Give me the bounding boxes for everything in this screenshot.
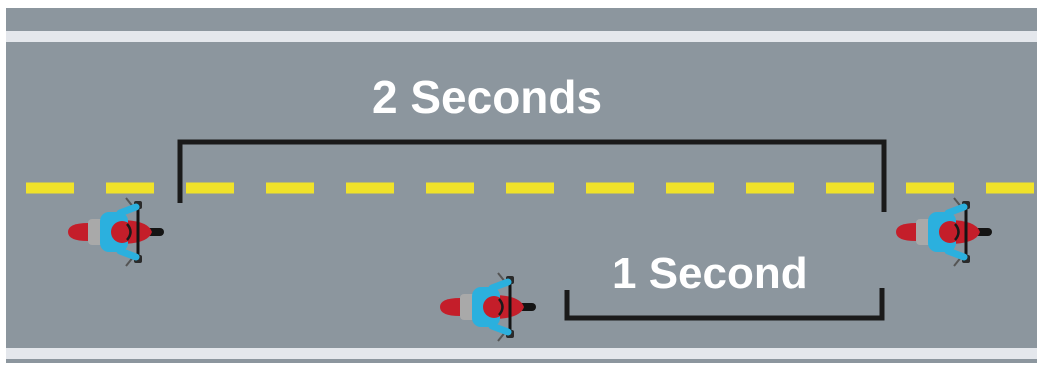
top-edge-line <box>6 31 1037 42</box>
bottom-edge-line <box>6 348 1037 359</box>
two-seconds-label: 2 Seconds <box>372 74 602 120</box>
one-second-label: 1 Second <box>612 252 808 296</box>
